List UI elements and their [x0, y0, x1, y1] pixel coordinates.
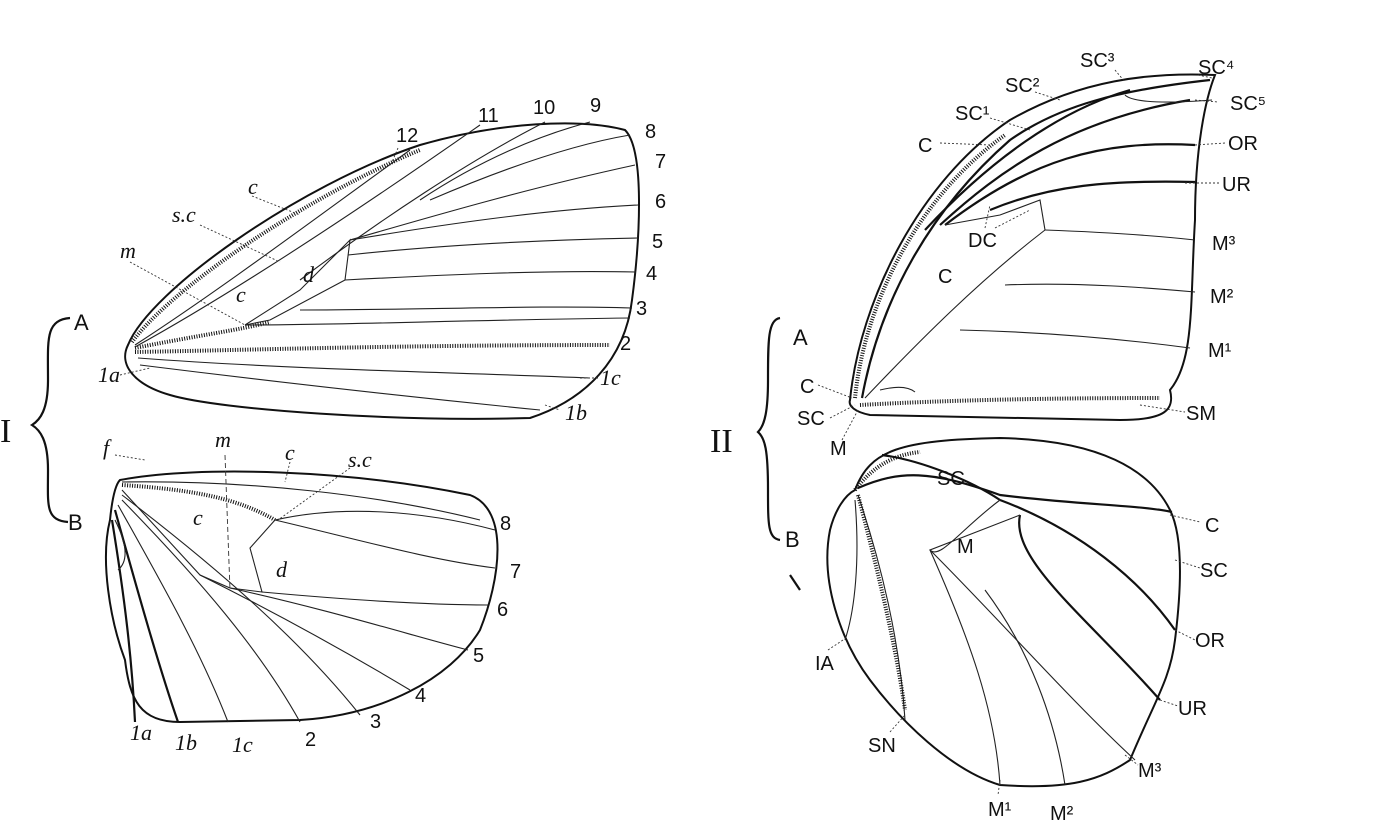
vein-label: 6 [655, 191, 666, 213]
vein-label: DC [968, 230, 997, 252]
vein-label: c [248, 174, 258, 199]
vein-label: M² [1210, 286, 1234, 308]
vein-label: SC [1200, 560, 1228, 582]
vein-label: UR [1178, 698, 1207, 720]
vein-label: 1b [565, 400, 587, 425]
figure-2-numeral: II [710, 423, 733, 460]
vein-label: OR [1228, 133, 1258, 155]
figure-2-hindwing-letter: B [785, 527, 800, 552]
figure-1-hindwing-letter: B [68, 510, 83, 535]
vein-label: SC [937, 468, 965, 490]
vein-label: SC⁵ [1230, 93, 1266, 115]
vein-label: 11 [478, 105, 499, 127]
vein-label: M³ [1212, 233, 1236, 255]
figure-2-brace [756, 316, 781, 542]
vein-label: UR [1222, 174, 1251, 196]
vein-label: SC³ [1080, 50, 1115, 72]
vein-label: OR [1195, 630, 1225, 652]
vein-label: s.c [172, 202, 196, 227]
vein-label: 1c [600, 365, 621, 390]
vein-label: 6 [497, 599, 508, 621]
vein-label: SC¹ [955, 103, 990, 125]
vein-label: C [800, 376, 814, 398]
vein-label: 9 [590, 95, 601, 117]
vein-label: 7 [510, 561, 521, 583]
cell-label: C [938, 266, 952, 288]
cell-label: d [276, 557, 288, 582]
vein-label: 4 [646, 263, 657, 285]
vein-label: f [103, 435, 112, 460]
figure-1-forewing: 12 11 10 9 8 7 6 5 4 3 2 1c 1b 1a c s.c … [98, 95, 666, 425]
vein-label: M² [1050, 803, 1074, 825]
vein-label: IA [815, 653, 835, 675]
vein-label: 1c [232, 732, 253, 757]
vein-label: 5 [473, 645, 484, 667]
vein-label: M [830, 438, 847, 460]
vein-label: 10 [533, 97, 555, 119]
vein-label: 2 [305, 729, 316, 751]
vein-label: SN [868, 735, 896, 757]
vein-label: C [918, 135, 932, 157]
vein-label: SC² [1005, 75, 1040, 97]
figure-2-forewing-letter: A [793, 325, 808, 350]
vein-label: SC [797, 408, 825, 430]
vein-label: c [285, 440, 295, 465]
vein-label: 5 [652, 231, 663, 253]
figure-1-forewing-letter: A [74, 310, 89, 335]
figure-1: I A B [0, 95, 666, 757]
vein-label: 1a [130, 720, 152, 745]
vein-label: m [120, 238, 136, 263]
vein-label: m [215, 427, 231, 452]
vein-label: 7 [655, 151, 666, 173]
vein-label: 8 [645, 121, 656, 143]
figure-2: II A B [710, 50, 1266, 825]
figure-1-numeral: I [0, 413, 11, 450]
vein-label: 1b [175, 730, 197, 755]
vein-label: C [1205, 515, 1219, 537]
vein-label: 4 [415, 685, 426, 707]
vein-label: 2 [620, 333, 631, 355]
cell-label: d [303, 262, 315, 287]
vein-label: 12 [396, 125, 418, 147]
figure-1-brace [29, 316, 71, 524]
cell-label: M [957, 536, 974, 558]
vein-label: 3 [370, 711, 381, 733]
cell-label: c [193, 505, 203, 530]
vein-label: M³ [1138, 760, 1162, 782]
vein-label: s.c [348, 447, 372, 472]
figure-2-hindwing: SC M C SC OR UR M³ M² M¹ SN IA [815, 436, 1228, 825]
vein-label: 8 [500, 513, 511, 535]
vein-label: SC⁴ [1198, 57, 1234, 79]
vein-label: 1a [98, 362, 120, 387]
vein-label: M¹ [1208, 340, 1232, 362]
vein-label: 3 [636, 298, 647, 320]
figure-1-hindwing: f m c s.c c d 8 7 6 5 4 3 2 1c 1b 1a [103, 427, 521, 757]
figure-2-forewing: SC¹ SC² SC³ SC⁴ SC⁵ C OR UR DC C M³ M² M… [797, 50, 1266, 460]
vein-label: M¹ [988, 799, 1012, 821]
vein-label: SM [1186, 403, 1216, 425]
stray-mark [789, 574, 801, 591]
cell-label: c [236, 282, 246, 307]
